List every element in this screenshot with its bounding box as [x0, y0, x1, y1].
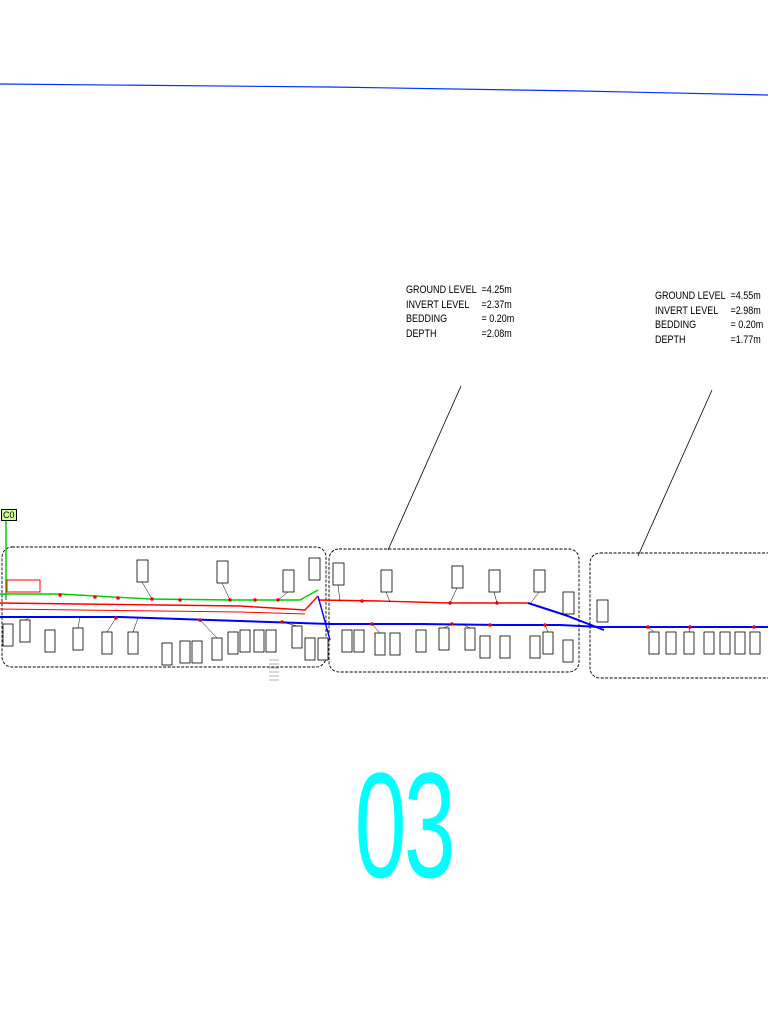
invert-level-label: INVERT LEVEL — [406, 298, 470, 311]
level-callout-1: GROUND LEVEL =4.25m INVERT LEVEL =2.37m BE… — [406, 283, 514, 341]
bedding-value: = 0.20m — [481, 313, 515, 325]
invert-level-label: INVERT LEVEL — [655, 304, 719, 317]
level-callout-2: GROUND LEVEL =4.55m INVERT LEVEL =2.98m BE… — [655, 289, 763, 347]
water-main-line — [0, 589, 319, 601]
small-note-lines — [269, 659, 279, 681]
sewer-line-c — [317, 599, 528, 604]
cloud-box-3 — [589, 552, 768, 679]
bedding-value: = 0.20m — [730, 319, 764, 331]
cloud-box-2 — [328, 548, 580, 673]
sewer-line-a — [0, 595, 319, 611]
ground-level-value: =4.25m — [481, 284, 512, 296]
start-chamber-tag: C0 — [1, 509, 17, 521]
service-leaders-upper — [141, 581, 540, 605]
invert-level-value: =2.98m — [730, 304, 761, 317]
supply-branch-2 — [317, 595, 331, 641]
service-boxes-upper — [136, 557, 609, 623]
sewer-nodes — [58, 593, 756, 629]
road-boundary-line — [0, 83, 768, 96]
supply-branch — [527, 602, 605, 631]
ground-level-label: GROUND LEVEL — [655, 290, 726, 302]
ground-level-label: GROUND LEVEL — [406, 284, 477, 296]
service-leaders-lower — [24, 616, 691, 639]
sheet-number: 03 — [354, 741, 456, 909]
bedding-label: BEDDING — [655, 319, 697, 331]
bedding-label: BEDDING — [406, 313, 448, 325]
depth-label: DEPTH — [406, 327, 437, 340]
ground-level-value: =4.55m — [730, 290, 761, 302]
sewer-line-b — [0, 608, 306, 615]
leader-line-2 — [637, 389, 713, 557]
invert-level-value: =2.37m — [481, 298, 512, 311]
depth-value: =1.77m — [730, 333, 761, 346]
start-label-box — [6, 579, 41, 593]
water-supply-line — [0, 616, 768, 628]
depth-label: DEPTH — [655, 333, 686, 346]
depth-value: =2.08m — [481, 327, 512, 340]
cloud-box-1 — [1, 546, 327, 668]
leader-line-1 — [387, 385, 462, 551]
